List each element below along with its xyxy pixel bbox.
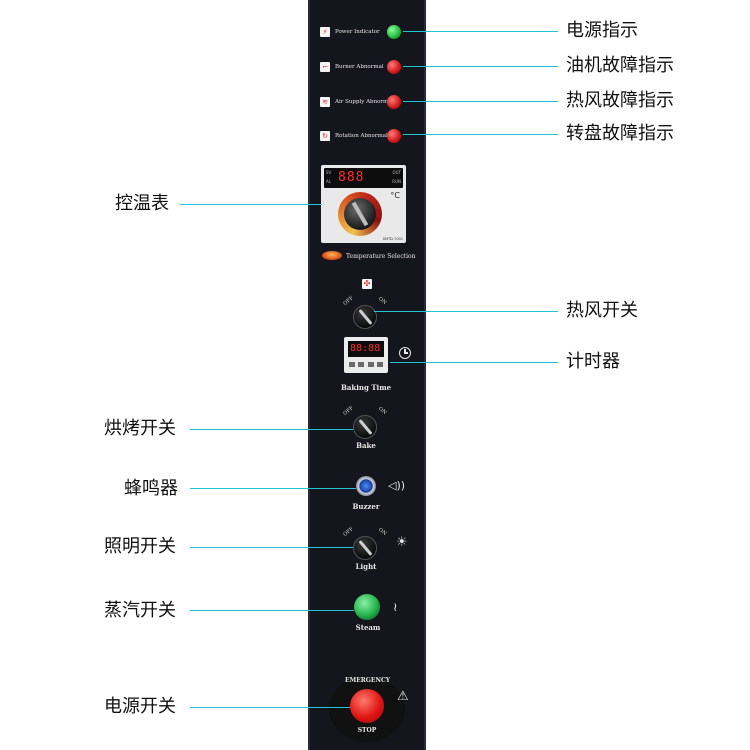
- power-indicator-led: [387, 25, 401, 39]
- lamp-icon: ☀: [396, 535, 408, 550]
- steam-label: Steam: [355, 623, 381, 632]
- off-label: OFF: [342, 405, 355, 417]
- speaker-icon: ◁)): [388, 479, 406, 492]
- rotation-abnormal-led: [387, 129, 401, 143]
- hot-air-switch[interactable]: OFF ON: [342, 295, 387, 337]
- annotation-burner-fault: 油机故障指示: [566, 55, 674, 76]
- thermostat-dial[interactable]: [338, 192, 382, 236]
- thermostat-tag: OUT: [392, 170, 401, 175]
- emergency-stop-button[interactable]: [350, 689, 384, 723]
- timer-button[interactable]: [367, 362, 374, 367]
- buzzer-button[interactable]: [356, 476, 376, 496]
- timer-button[interactable]: [349, 362, 355, 367]
- annotation-light-switch: 照明开关: [104, 536, 176, 557]
- indicator-label: Burner Abnormal: [335, 64, 384, 70]
- callout-line: [190, 488, 356, 489]
- steam-icon: ≀: [393, 600, 398, 614]
- on-label: ON: [376, 526, 387, 538]
- callout-line: [403, 134, 558, 135]
- callout-line: [190, 610, 354, 611]
- rotation-icon: ↻: [320, 131, 330, 141]
- steam-button[interactable]: [354, 594, 380, 620]
- emergency-stop[interactable]: EMERGENCY STOP: [329, 676, 405, 742]
- thermostat-knob: [344, 198, 376, 230]
- light-label: Light: [355, 562, 377, 571]
- annotation-timer: 计时器: [566, 351, 620, 372]
- callout-line: [180, 204, 321, 205]
- thermostat-display-frame: SV AL 888 OUT RUN: [324, 168, 403, 188]
- annotation-bake-switch: 烘烤开关: [104, 418, 176, 439]
- fan-icon: ✣: [362, 279, 372, 289]
- callout-line: [190, 547, 353, 548]
- timer-button[interactable]: [358, 362, 365, 367]
- annotation-thermostat: 控温表: [115, 193, 169, 214]
- baking-time-label: Baking Time: [340, 383, 392, 392]
- stop-label: STOP: [357, 727, 377, 734]
- thermostat-tag: SV: [326, 170, 332, 175]
- timer-display: 88:88: [350, 343, 381, 354]
- indicator-label: Air Supply Abnormal: [335, 99, 394, 105]
- timer-display-frame: 88:88: [348, 341, 384, 357]
- callout-line: [190, 707, 350, 708]
- annotation-power-switch: 电源开关: [104, 696, 176, 717]
- bake-switch[interactable]: OFF ON: [342, 405, 387, 447]
- air-supply-abnormal-led: [387, 95, 401, 109]
- timer: 88:88: [344, 337, 388, 373]
- temperature-selection-label: Temperature Selection: [346, 253, 416, 260]
- hot-air-knob: [353, 305, 377, 329]
- light-switch[interactable]: OFF ON: [342, 526, 387, 568]
- buzzer-label: Buzzer: [352, 502, 380, 511]
- thermostat-display: 888: [338, 170, 365, 185]
- timer-buttons: [349, 362, 383, 368]
- burner-icon: ⌐: [320, 62, 330, 72]
- on-label: ON: [376, 405, 387, 417]
- annotation-steam-switch: 蒸汽开关: [104, 600, 176, 621]
- indicator-label: Rotation Abnormal: [335, 133, 388, 139]
- callout-line: [403, 101, 558, 102]
- callout-line: [374, 311, 558, 312]
- clock-icon: [399, 347, 411, 359]
- flame-icon: [322, 251, 342, 260]
- on-label: ON: [376, 295, 387, 307]
- timer-button[interactable]: [376, 362, 383, 367]
- callout-line: [403, 31, 558, 32]
- annotation-power-indicator: 电源指示: [566, 20, 638, 41]
- annotation-hot-air-switch: 热风开关: [566, 300, 638, 321]
- thermostat-tag: AL: [326, 179, 331, 184]
- callout-line: [190, 429, 353, 430]
- annotation-hot-air-fault: 热风故障指示: [566, 90, 674, 111]
- callout-line: [390, 362, 558, 363]
- lightning-icon: ⚡: [320, 27, 330, 37]
- thermostat-unit: °C: [390, 191, 400, 200]
- thermostat-model: XMTD-7001: [382, 237, 403, 241]
- off-label: OFF: [342, 526, 355, 538]
- air-supply-icon: ≋: [320, 97, 330, 107]
- bake-label: Bake: [356, 441, 376, 450]
- off-label: OFF: [342, 295, 355, 307]
- annotation-buzzer: 蜂鸣器: [124, 478, 178, 499]
- thermostat: SV AL 888 OUT RUN °C XMTD-7001: [321, 165, 406, 243]
- bake-knob: [353, 415, 377, 439]
- warning-icon: ⚠: [397, 689, 409, 704]
- indicator-label: Power Indicator: [335, 29, 380, 35]
- light-knob: [353, 536, 377, 560]
- annotation-turntable-fault: 转盘故障指示: [566, 123, 674, 144]
- thermostat-tag: RUN: [392, 179, 401, 184]
- burner-abnormal-led: [387, 60, 401, 74]
- callout-line: [403, 66, 558, 67]
- control-panel: [308, 0, 426, 750]
- emergency-label: EMERGENCY: [345, 677, 391, 684]
